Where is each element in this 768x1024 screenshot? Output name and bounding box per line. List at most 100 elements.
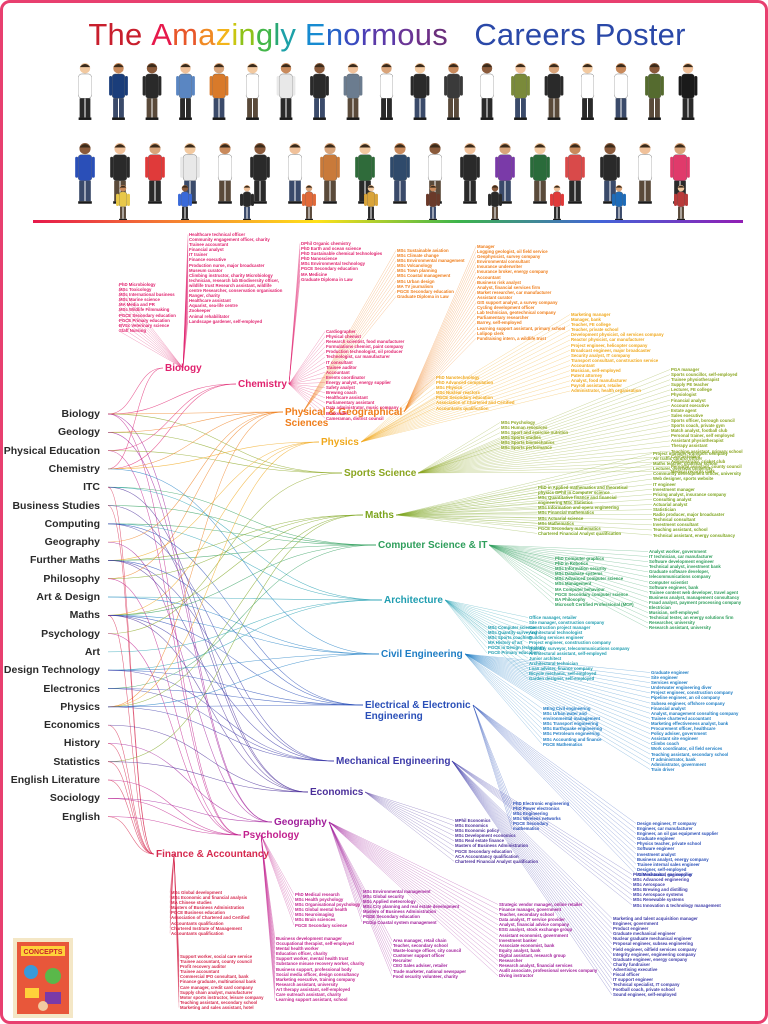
career-item: MA Medicine xyxy=(301,271,328,277)
link-line xyxy=(107,383,237,415)
career-item: PhD Microbiology xyxy=(119,282,156,287)
career-item: Patent attorney xyxy=(571,373,603,379)
career-link-line xyxy=(364,791,455,821)
career-link-line xyxy=(182,295,189,369)
person-figure xyxy=(477,63,497,120)
career-item: Commercial IPO consultant, bank xyxy=(180,974,249,980)
person-figure xyxy=(215,143,235,204)
link-line xyxy=(107,523,377,546)
person-figure xyxy=(180,143,200,204)
career-item: Assistant economist, government xyxy=(499,932,569,938)
career-area-label: Physical & Geographical Sciences xyxy=(285,407,403,429)
subject-label: Art & Design xyxy=(36,591,100,603)
career-item: Product engineer xyxy=(613,926,649,932)
career-item: Trainee accountant xyxy=(180,969,220,975)
career-item: MSc Marine science xyxy=(119,297,160,303)
person-figure xyxy=(145,143,165,204)
career-item: Community development officer, universit… xyxy=(653,471,742,477)
link-line xyxy=(107,560,335,762)
career-area-label: Finance & Accountancy xyxy=(156,849,269,860)
title-part: A xyxy=(151,17,173,52)
person-figure xyxy=(178,185,192,222)
career-item: Trainee chartered accountant xyxy=(651,715,711,721)
career-link-line xyxy=(182,280,189,369)
career-area-label: Psychology xyxy=(243,830,300,841)
career-item: Technical tester, an energy solutions fi… xyxy=(649,615,734,621)
career-item: MSc Global security xyxy=(363,894,405,900)
career-item: Administrator, health organisation xyxy=(571,388,641,394)
link-line xyxy=(107,441,320,708)
career-item: PGCE Secondary education xyxy=(301,266,358,272)
career-item: Physical chemist xyxy=(326,334,361,340)
career-item: Technical analyst, investment bank xyxy=(649,564,721,570)
title-part: i xyxy=(231,17,239,52)
career-link-line xyxy=(417,427,501,474)
career-link-line xyxy=(395,514,538,529)
person-figure xyxy=(678,63,698,120)
career-item: Teacher, private school xyxy=(571,327,619,333)
career-item: Subsea engineer, offshore company xyxy=(651,700,725,706)
career-item: Security analyst, IT company xyxy=(571,352,631,358)
link-line xyxy=(107,514,364,561)
career-item: Computer scientist xyxy=(649,579,688,585)
career-item: Associate economist, bank xyxy=(499,942,555,948)
career-item: Investment manager xyxy=(653,486,695,492)
career-item: Musician, self-employed xyxy=(649,610,699,616)
career-item: Food security volunteer, charity xyxy=(393,973,458,979)
career-item: Research analyst, financial services xyxy=(499,963,573,969)
career-item: Microsoft Certified Professional (MCP) xyxy=(555,601,634,607)
career-link-line xyxy=(488,544,555,564)
career-item: Education officer, charity xyxy=(276,951,328,957)
career-link-line xyxy=(288,248,301,385)
career-link-line xyxy=(472,704,513,830)
career-item: Chartered Financial Analyst qualificatio… xyxy=(538,530,622,536)
link-line xyxy=(107,599,383,671)
link-line xyxy=(107,411,284,579)
career-item: MSc Aerospace xyxy=(633,882,665,888)
career-item: MSc Quantity surveying xyxy=(488,630,537,636)
person-figure xyxy=(250,143,270,204)
career-item: Match analyst, football club xyxy=(671,428,728,434)
link-line xyxy=(107,383,237,470)
title-part: n xyxy=(238,17,256,52)
career-item: MSc Climate change xyxy=(397,253,439,259)
career-link-line xyxy=(182,305,189,369)
career-item: DPhil Organic chemistry xyxy=(301,241,351,246)
career-link-line xyxy=(488,544,555,585)
career-link-line xyxy=(288,383,326,393)
career-item: IT consultant xyxy=(326,359,353,365)
career-item: Accountant xyxy=(326,369,350,375)
career-item: Pipeline engineer, an oil company xyxy=(651,695,721,701)
career-item: Zookeeper xyxy=(189,308,211,314)
career-item: Researcher xyxy=(499,958,523,964)
career-link-line xyxy=(417,432,501,474)
career-item: Electrician xyxy=(649,605,671,611)
person-figure xyxy=(310,63,329,120)
person-figure xyxy=(635,143,655,204)
career-item: MSc Information and opera engineering xyxy=(538,505,619,511)
career-item: Market researcher, car manufacturer xyxy=(477,289,552,295)
career-link-line xyxy=(488,544,555,559)
career-item: Project engineer, helicopter company xyxy=(571,342,648,348)
career-item: Researcher, university xyxy=(649,620,695,626)
career-item: technician, research lab Biodiversity of… xyxy=(189,277,280,283)
career-link-line xyxy=(395,514,538,519)
career-link-line xyxy=(417,422,501,474)
subject-label: Physical Education xyxy=(3,444,100,457)
career-item: Analyst, food manufacturer xyxy=(571,378,627,384)
career-item: MSc Advanced computer science xyxy=(555,576,624,582)
career-item: PhD in Robotics xyxy=(555,561,589,567)
title-part: g xyxy=(255,17,274,52)
career-item: MSc Database systems xyxy=(555,571,603,577)
career-link-line xyxy=(488,544,555,605)
career-link-line xyxy=(364,791,455,831)
career-item: Marketing and talent acquisition manager xyxy=(613,916,698,921)
career-item: Community engagement officer, charity xyxy=(189,237,270,243)
person-figure xyxy=(565,143,585,204)
career-item: MSc Psychology xyxy=(501,420,536,425)
career-item: Investment banker xyxy=(499,937,537,943)
career-item: Finance graduate, multinational bank xyxy=(180,979,256,985)
